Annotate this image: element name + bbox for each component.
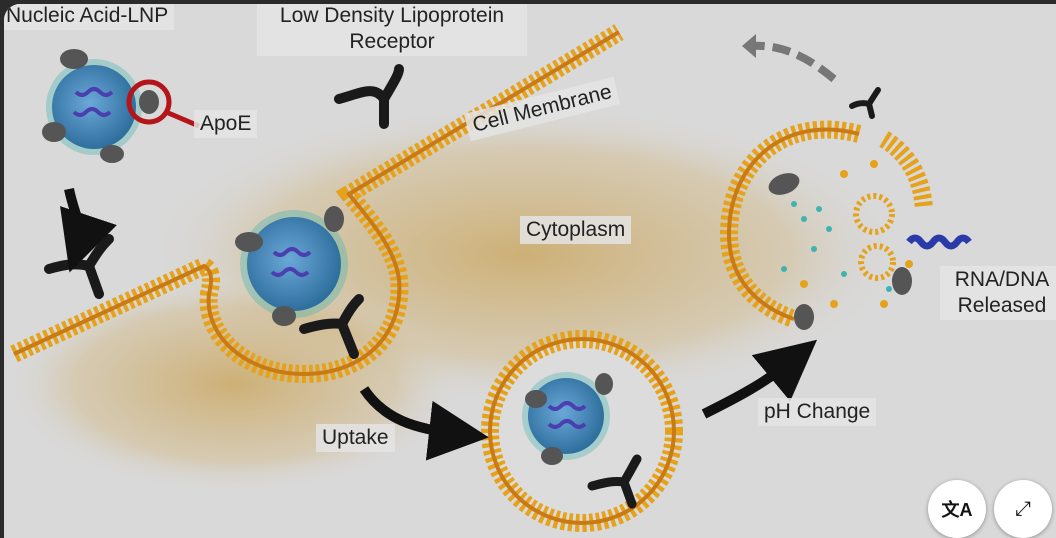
- uptake-label: Uptake: [316, 424, 395, 452]
- translate-icon: 文A: [941, 500, 973, 520]
- translate-button[interactable]: 文A: [928, 480, 986, 538]
- ruptured-endosome: [719, 120, 933, 330]
- ldl-receptor-pit: [299, 294, 364, 359]
- ldl-receptor-label-line1: Low Density Lipoprotein: [279, 4, 505, 27]
- nucleic-acid-lnp-label: Nucleic Acid-LNP: [4, 4, 175, 30]
- expand-button[interactable]: ⤢: [994, 480, 1052, 538]
- lnp-particle-2: [235, 206, 348, 326]
- recycling-arrow: [748, 41, 837, 83]
- lnp-uptake-diagram: [4, 24, 972, 532]
- expand-icon: ⤢: [1015, 497, 1031, 520]
- recycling-arrow-head: [742, 34, 756, 58]
- apoe-highlight-ring: [126, 79, 172, 125]
- lnp-particle-1: [42, 49, 159, 163]
- lnp-particle-3: [522, 372, 613, 465]
- apoe-pointer: [165, 109, 200, 129]
- ldl-receptor-endosome: [587, 454, 642, 509]
- rna-dna-released-label: RNA/DNA Released: [940, 266, 1056, 320]
- apoe-label: ApoE: [194, 110, 258, 138]
- rna-strand: [906, 234, 972, 250]
- binding-arrow: [59, 187, 117, 273]
- rna-dna-label-line1: RNA/DNA: [954, 268, 1050, 291]
- ldl-receptor-label-line2: Receptor: [349, 30, 435, 53]
- cell-membrane: [10, 24, 624, 384]
- ldl-receptor-recycled: [849, 87, 881, 119]
- ldl-receptor-left: [44, 234, 114, 299]
- uptake-arrow: [359, 386, 489, 461]
- rna-dna-label-line2: Released: [957, 294, 1047, 317]
- cytoplasm-label: Cytoplasm: [520, 216, 632, 244]
- ph-change-label: pH Change: [758, 398, 877, 426]
- ldl-receptor-label: Low Density Lipoprotein Receptor: [257, 4, 527, 56]
- diagram-frame: Nucleic Acid-LNP Low Density Lipoprotein…: [4, 4, 1056, 538]
- ldl-receptor-membrane: [334, 64, 404, 129]
- ph-change-arrow: [701, 339, 818, 419]
